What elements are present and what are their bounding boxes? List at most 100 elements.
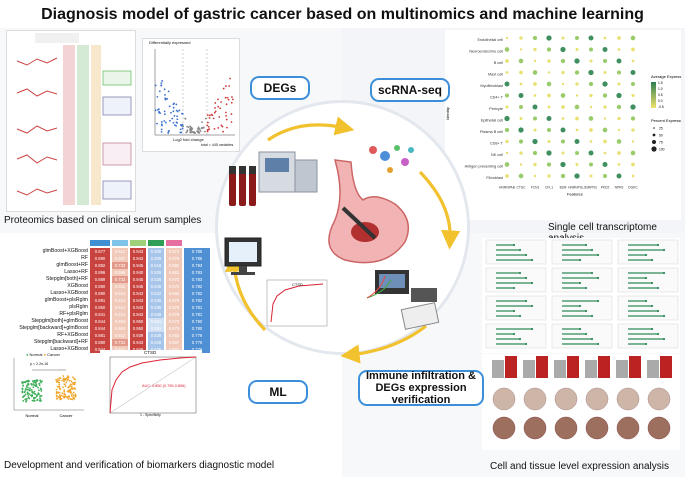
ml-metric-cell: 0.850 <box>90 304 110 311</box>
scatter-point-normal <box>21 388 24 391</box>
caption-cell-tissue: Cell and tissue level expression analysi… <box>490 461 669 472</box>
dotplot-gene-label: DGKC <box>628 186 638 190</box>
dotplot-point <box>616 58 622 64</box>
dotplot-point <box>561 70 565 75</box>
volcano-point <box>163 120 166 122</box>
scatter-point-normal <box>22 384 24 387</box>
volcano-point <box>166 97 169 100</box>
dotplot-point <box>617 116 621 121</box>
dotplot-point <box>561 151 565 155</box>
scatter-point-cancer <box>70 398 73 401</box>
ml-metric-cell: 0.945 <box>130 283 146 290</box>
ml-metric-cell: 0.526 <box>148 269 164 276</box>
dotplot-point <box>532 104 538 110</box>
ml-table-header-swatch <box>112 240 128 246</box>
scatter-point-normal <box>25 397 28 400</box>
scatter-point-cancer <box>69 391 72 394</box>
dotplot-point <box>560 127 566 133</box>
dotplot-point <box>574 70 580 75</box>
dotplot-point <box>617 128 621 132</box>
scatter-point-cancer <box>72 394 75 397</box>
label-immune-verification: Immune infiltration & DEGs expression ve… <box>358 370 484 406</box>
dotplot-point <box>602 47 608 52</box>
ml-metric-cell: 0.844 <box>90 346 110 353</box>
ml-metric-cell: 0.545 <box>148 283 164 290</box>
ml-metric-cell: 0.673 <box>166 318 182 325</box>
ml-metric-cell: 0.943 <box>130 255 146 262</box>
ml-metric-cell: 0.877 <box>90 248 110 255</box>
scatter-point-normal <box>27 383 30 386</box>
immune-bar-dot <box>530 327 534 331</box>
scatter-point-cancer <box>69 388 71 391</box>
volcano-point <box>230 101 233 104</box>
volcano-point <box>158 90 161 93</box>
immune-bar-dot <box>590 248 594 252</box>
computer-icon <box>224 237 262 275</box>
dotplot-point <box>575 94 579 97</box>
volcano-point <box>164 121 167 124</box>
scatter-point-normal <box>28 393 31 395</box>
ml-metric-cell: 0.561 <box>148 318 164 325</box>
volcano-point <box>220 124 223 127</box>
dotplot-point <box>574 139 580 144</box>
dotplot-point <box>575 47 579 52</box>
scatter-point-normal <box>39 395 41 398</box>
immune-bar-dot <box>530 281 534 285</box>
scatter-legend-cancer: Cancer <box>47 352 61 357</box>
dotplot-point <box>603 36 607 40</box>
volcano-point <box>175 109 178 112</box>
ml-metric-cell: 0.696 <box>112 269 128 276</box>
ml-metric-cell: 0.662 <box>166 332 182 339</box>
dotplot-gene-label: HNRNPAB <box>499 186 516 190</box>
dotplot-row-label: Epithelial cell <box>481 119 503 123</box>
ml-metric-cell: 0.672 <box>166 248 182 255</box>
dotplot-point <box>505 36 509 40</box>
expression-bar-cancer <box>505 356 517 378</box>
ml-metric-cell: 0.612 <box>112 248 128 255</box>
ml-metric-cell: 0.691 <box>166 346 182 353</box>
ml-mean-cell: 0.779 <box>184 339 210 346</box>
ihc-normal-image <box>647 387 671 411</box>
proteomics-lineplot-panel <box>6 30 136 212</box>
immune-bar-dot <box>578 327 582 331</box>
scatter-point-normal <box>30 384 33 386</box>
volcano-point <box>173 114 176 117</box>
scatter-point-normal <box>25 400 27 403</box>
ml-mean-cell: 0.783 <box>184 269 210 276</box>
dotplot-xlabel: Features <box>567 192 583 197</box>
ml-model-label: RF+XGBoost <box>57 332 88 338</box>
volcano-point <box>231 96 233 98</box>
immune-bar-dot <box>518 337 522 341</box>
scatter-point-normal <box>25 380 28 383</box>
volcano-point <box>180 131 183 134</box>
scatter-point-normal <box>32 386 35 389</box>
ml-model-label: RF <box>81 255 88 261</box>
volcano-point <box>172 103 175 106</box>
immune-bar-dot <box>518 271 522 275</box>
ml-metric-cell: 0.844 <box>90 325 110 332</box>
scatter-point-normal <box>24 393 27 396</box>
ml-model-label: XGBoost <box>67 283 88 289</box>
ml-mean-cell: 0.783 <box>184 276 210 283</box>
immune-bar-dot <box>530 304 534 308</box>
ml-metric-cell: 0.943 <box>130 248 146 255</box>
dotplot-row-label: NK cell <box>491 153 503 157</box>
dotplot-pct-tick: 50 <box>659 134 663 138</box>
immune-bar-dot <box>662 271 666 275</box>
volcano-point <box>168 105 171 108</box>
dotplot-point <box>532 138 538 145</box>
ml-metric-cell: 0.684 <box>166 290 182 297</box>
dotplot-point <box>631 140 635 143</box>
scatter-point-cancer <box>58 383 61 386</box>
dotplot-point <box>630 35 636 41</box>
dotplot-point <box>589 128 593 132</box>
scatter-point-normal <box>40 394 43 397</box>
dotplot-gene-label: HNRNPUL2 <box>568 186 586 190</box>
scatter-point-normal <box>35 383 38 386</box>
volcano-point <box>206 130 209 133</box>
expression-bar-cancer <box>629 356 641 378</box>
dotplot-point <box>588 150 594 156</box>
expression-bar-normal <box>523 360 535 378</box>
volcano-point <box>217 98 219 101</box>
